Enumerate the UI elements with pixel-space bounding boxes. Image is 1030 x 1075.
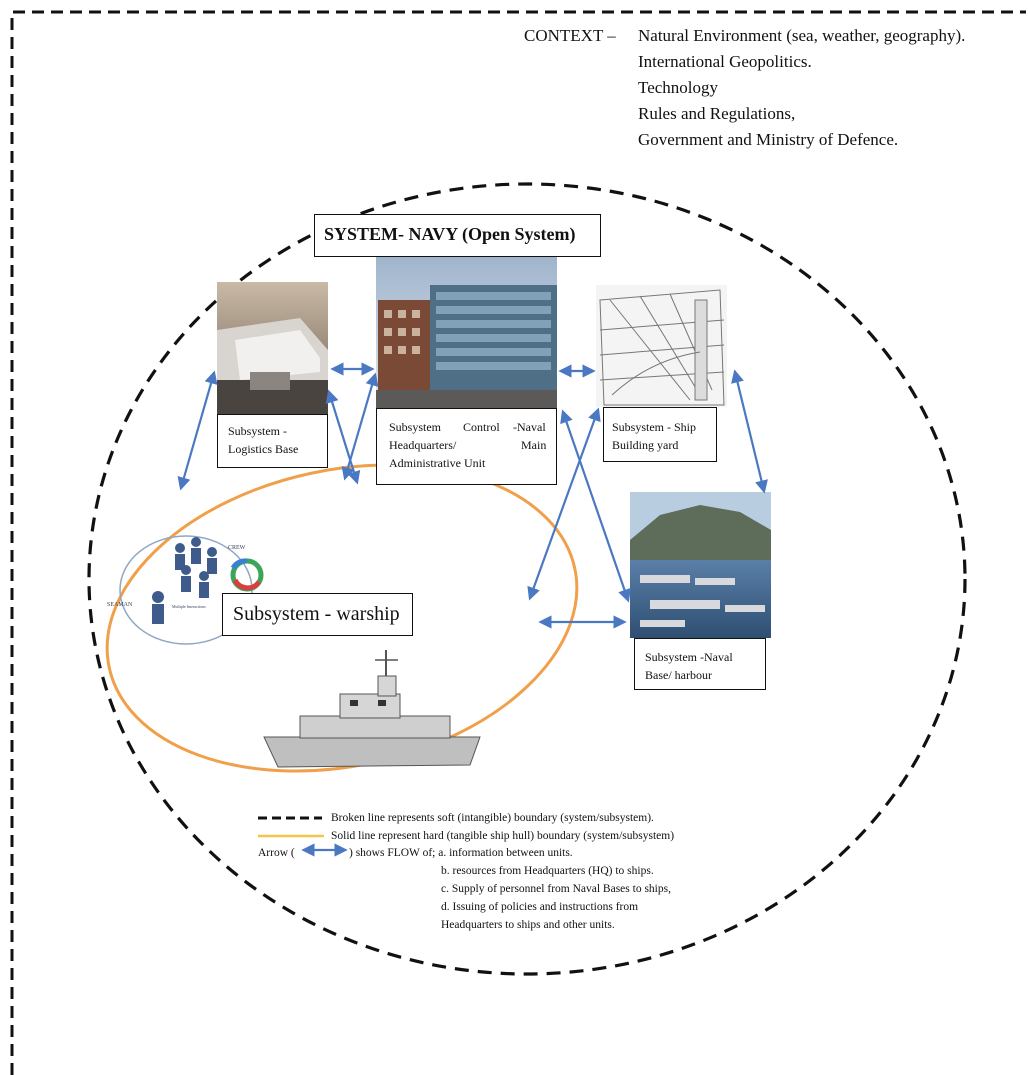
logistics-base-label-box: Subsystem - Logistics Base [217,414,328,468]
system-boundary [87,182,967,976]
flow-arrows [177,362,768,857]
legend-broken-text: Broken line represents soft (intangible)… [331,812,654,824]
shipyard-label-line: Subsystem - Ship [612,420,697,434]
control-label-word: Control [463,420,500,434]
shipyard-label-box: Subsystem - Ship Building yard [603,407,717,462]
logistics-label-line: Subsystem - [228,424,288,438]
logistics-label-line: Logistics Base [228,442,299,456]
control-label-word: -Naval [513,420,546,434]
naval-base-label-line: Base/ harbour [645,668,712,682]
interaction-text: Multiple Interactions [172,604,206,609]
warship-image [263,650,481,768]
naval-base-label-line: Subsystem -Naval [645,650,733,664]
logistics-base-image [217,282,328,414]
legend-arrow-prefix: Arrow ( [258,847,295,859]
legend-arrow-text: ) shows FLOW of; a. information between … [349,847,573,859]
crew-text: CREW [228,545,246,551]
context-boundary [10,10,1026,1075]
control-label-box: Subsystem Control -Naval Headquarters/ M… [376,408,557,485]
legend-item-d-cont: Headquarters to ships and other units. [441,919,615,931]
crew-graphic [119,535,264,645]
warship-label-box: Subsystem - warship [222,593,413,636]
context-label: CONTEXT – [524,26,616,45]
context-item: Technology [638,78,719,97]
seaman-text: SEAMAN [107,602,133,608]
system-title-box: SYSTEM- NAVY (Open System) [314,214,601,257]
system-title: SYSTEM- NAVY (Open System) [324,224,576,244]
context-item: Government and Ministry of Defence. [638,130,899,149]
legend-item-d: d. Issuing of policies and instructions … [441,901,639,913]
shipyard-label-line: Building yard [612,438,679,452]
context-item: Rules and Regulations, [638,104,796,123]
shipyard-sketch-image [596,285,727,407]
control-label-word: Administrative Unit [389,456,486,470]
control-label-word: Main [521,438,547,452]
warship-label: Subsystem - warship [233,603,400,625]
control-label-word: Subsystem [389,420,442,434]
context-item: International Geopolitics. [638,52,812,71]
control-label-word: Headquarters/ [389,438,457,452]
context-item: Natural Environment (sea, weather, geogr… [638,26,966,45]
legend-item-b: b. resources from Headquarters (HQ) to s… [441,865,654,877]
legend-item-c: c. Supply of personnel from Naval Bases … [441,883,671,895]
legend-solid-text: Solid line represent hard (tangible ship… [331,830,675,842]
naval-base-image [630,492,771,638]
naval-base-label-box: Subsystem -Naval Base/ harbour [634,638,766,690]
headquarters-image [376,256,557,408]
